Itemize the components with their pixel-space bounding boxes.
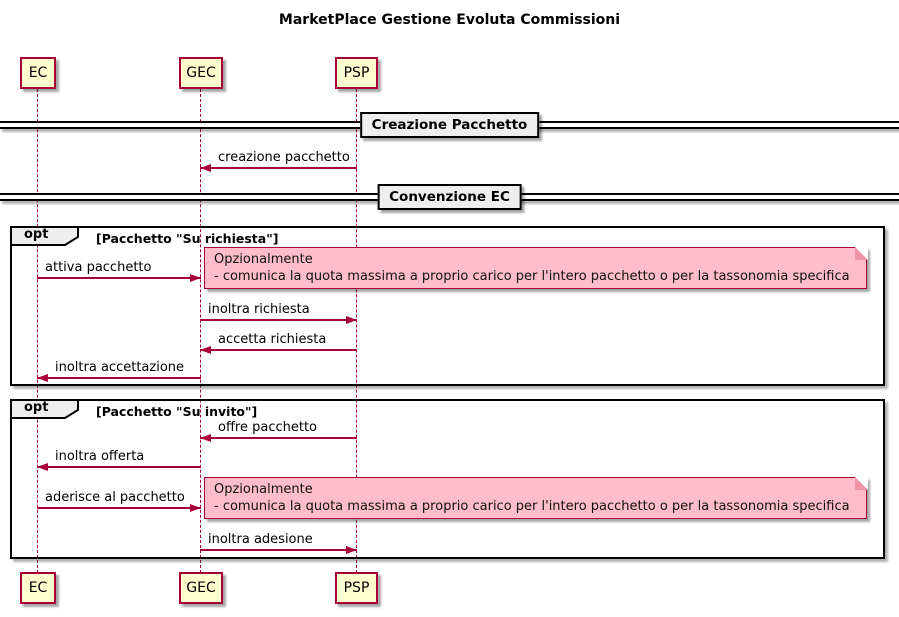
message-inoltra-accettazione: inoltra accettazione: [37, 359, 201, 382]
participant-label: EC: [28, 580, 48, 596]
participant-label: GEC: [186, 65, 216, 81]
message-label: aderisce al pacchetto: [45, 490, 185, 505]
message-label: inoltra richiesta: [208, 302, 310, 317]
message-arrow: [200, 316, 357, 324]
participant-top-psp: PSP: [335, 57, 378, 89]
message-attiva-pacchetto: attiva pacchetto: [37, 259, 201, 282]
message-accetta-richiesta: accetta richiesta: [200, 331, 357, 354]
message-arrow: [37, 504, 201, 512]
opt-tab-shape-icon: [10, 226, 79, 246]
divider-convenzione-ec: Convenzione EC: [377, 184, 522, 210]
arrowhead-icon: [37, 374, 48, 382]
note-line: Opzionalmente: [214, 482, 313, 497]
participant-bottom-ec: EC: [20, 572, 56, 604]
message-arrow: [200, 546, 357, 554]
opt-fragment-su-richiesta: opt [Pacchetto "Su richiesta"]: [10, 226, 885, 386]
lifeline-gec: [200, 89, 201, 573]
opt-tab-shape-icon: [10, 399, 79, 419]
participant-label: GEC: [186, 580, 216, 596]
message-label: inoltra accettazione: [55, 360, 185, 375]
arrowhead-icon: [200, 434, 211, 442]
opt-guard: [Pacchetto "Su invito"]: [96, 404, 258, 419]
message-arrow: [37, 374, 201, 382]
message-creazione-pacchetto: creazione pacchetto: [200, 149, 357, 172]
message-aderisce-al-pacchetto: aderisce al pacchetto: [37, 489, 201, 512]
message-label: inoltra offerta: [55, 449, 145, 464]
opt-guard: [Pacchetto "Su richiesta"]: [96, 231, 279, 246]
note-line: - comunica la quota massima a proprio ca…: [214, 499, 850, 514]
opt-operator: opt: [24, 227, 49, 242]
participant-top-ec: EC: [20, 57, 56, 89]
arrowhead-icon: [190, 504, 201, 512]
opt-tab: opt: [10, 226, 80, 246]
participant-top-gec: GEC: [179, 57, 223, 89]
note-opzionalmente-1: Opzionalmente - comunica la quota massim…: [204, 246, 868, 289]
opt-fragment-su-invito: opt [Pacchetto "Su invito"]: [10, 399, 885, 559]
participant-label: PSP: [343, 580, 370, 596]
lifeline-ec: [37, 89, 38, 573]
message-label: attiva pacchetto: [45, 260, 152, 275]
message-label: inoltra adesione: [208, 532, 313, 547]
arrowhead-icon: [190, 274, 201, 282]
message-arrow: [200, 346, 357, 354]
arrowhead-icon: [200, 346, 211, 354]
message-label: accetta richiesta: [218, 332, 327, 347]
participant-bottom-psp: PSP: [335, 572, 378, 604]
note-line: Opzionalmente: [214, 252, 313, 267]
opt-operator: opt: [24, 400, 49, 415]
message-arrow: [200, 434, 357, 442]
message-inoltra-offerta: inoltra offerta: [37, 448, 201, 471]
lifeline-psp: [356, 89, 357, 573]
message-arrow: [37, 463, 201, 471]
arrowhead-icon: [37, 463, 48, 471]
divider-creazione-pacchetto: Creazione Pacchetto: [359, 112, 540, 138]
note-opzionalmente-2: Opzionalmente - comunica la quota massim…: [204, 476, 868, 519]
participant-label: PSP: [343, 65, 370, 81]
opt-tab: opt: [10, 399, 80, 419]
participant-bottom-gec: GEC: [179, 572, 223, 604]
message-label: creazione pacchetto: [218, 150, 350, 165]
message-inoltra-adesione: inoltra adesione: [200, 531, 357, 554]
message-arrow: [37, 274, 201, 282]
participant-label: EC: [28, 65, 48, 81]
arrowhead-icon: [346, 316, 357, 324]
message-arrow: [200, 164, 357, 172]
message-inoltra-richiesta: inoltra richiesta: [200, 301, 357, 324]
message-label: offre pacchetto: [218, 420, 317, 435]
note-line: - comunica la quota massima a proprio ca…: [214, 269, 850, 284]
message-offre-pacchetto: offre pacchetto: [200, 419, 357, 442]
diagram-title: MarketPlace Gestione Evoluta Commissioni: [278, 12, 621, 28]
arrowhead-icon: [346, 546, 357, 554]
arrowhead-icon: [200, 164, 211, 172]
